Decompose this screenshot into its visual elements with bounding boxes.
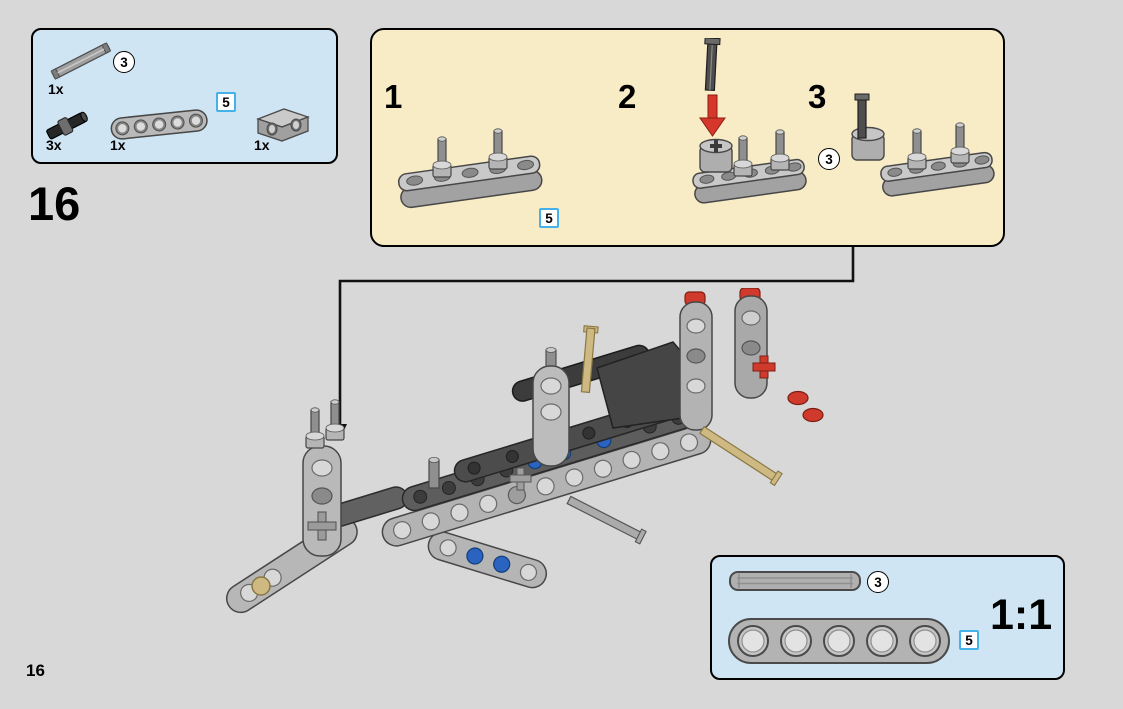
tan-bush: [251, 576, 271, 596]
attached-subassembly: [302, 399, 345, 557]
substeps-box: 1 2 3 5: [370, 28, 1005, 247]
beam-5-actual-size: [728, 618, 950, 664]
part-qty-connector: 1x: [254, 137, 270, 153]
tan-axle-up: [580, 325, 599, 394]
scale-ratio-label: 1:1: [990, 591, 1053, 639]
axle-3-inserting: [704, 38, 721, 92]
substep-2-number: 2: [618, 78, 637, 115]
gray-pin-up: [428, 456, 440, 489]
axle-pin-black-part-icon: [46, 111, 88, 140]
scale-beam-callout: 5: [959, 630, 979, 650]
main-assembly-illustration: [225, 288, 824, 614]
scale-axle-callout: 3: [867, 571, 889, 593]
page-number: 16: [26, 661, 45, 680]
part-qty-axle: 1x: [48, 81, 64, 97]
substep-3-illustration: [851, 93, 995, 197]
beam-length-callout: 5: [216, 92, 236, 112]
axle-3-actual-size: [729, 571, 861, 591]
axle-length-callout: 3: [113, 51, 135, 73]
gray-axle-down: [566, 495, 647, 545]
substep-3-number: 3: [808, 78, 827, 115]
substep-1-beam-callout: 5: [539, 208, 559, 228]
subassembly-complete-3d: [851, 122, 995, 197]
substep-1-illustration: [397, 128, 543, 209]
beam-5-part-icon: [110, 109, 208, 140]
substep-1-number: 1: [384, 78, 403, 115]
pin-with-bush: [488, 128, 508, 170]
bottom-beam: [427, 531, 548, 589]
substep-2-illustration: [692, 38, 807, 204]
insert-arrow: [699, 94, 726, 137]
part-qty-axle-pin: 3x: [46, 137, 62, 153]
parts-list-box: 3 1x 3x 1x: [31, 28, 338, 164]
scale-box: 3 5 1:1: [710, 555, 1065, 680]
mid-vertical-beam: [532, 347, 570, 467]
substep-3-axle-callout: 3: [818, 148, 840, 170]
cross-axle-end: [509, 467, 532, 491]
tan-axle-right: [698, 425, 783, 487]
axle-3-part-icon: [50, 42, 112, 80]
axle-3-inserted: [854, 93, 870, 139]
right-tower: [679, 288, 824, 431]
beam-5-3d: [397, 155, 543, 209]
part-qty-beam5: 1x: [110, 137, 126, 153]
connector-block-part-icon: [256, 108, 310, 142]
subassembly-3d: [692, 129, 807, 204]
step-number: 16: [28, 177, 81, 230]
pin-with-bush: [432, 136, 452, 178]
